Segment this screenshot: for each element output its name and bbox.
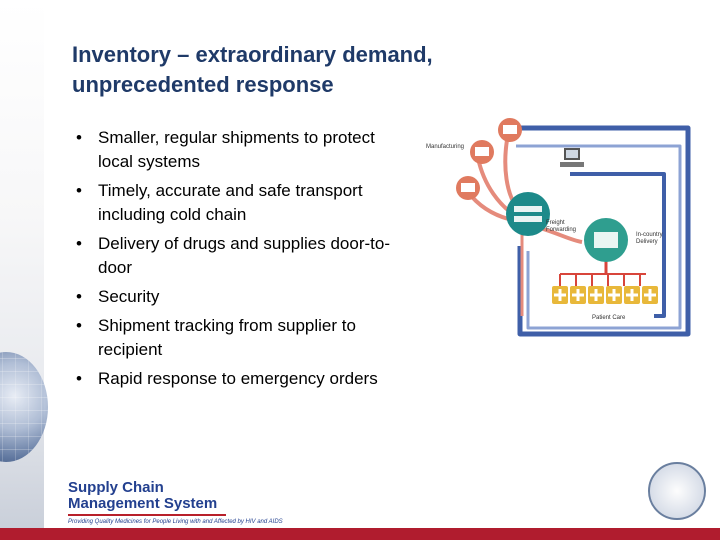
label-freight-line-2: Forwarding bbox=[546, 227, 576, 233]
bullet-text: Security bbox=[98, 287, 160, 306]
factory-icon bbox=[498, 118, 522, 142]
logo-line-1: Supply Chain bbox=[68, 479, 164, 496]
bullet-dot-icon: • bbox=[76, 234, 82, 253]
logo-rule bbox=[68, 514, 226, 516]
usaid-seal-icon bbox=[648, 462, 706, 520]
bullet-item: • Delivery of drugs and supplies door-to-… bbox=[74, 232, 394, 280]
bullet-dot-icon: • bbox=[76, 287, 82, 306]
slide-title-line-2: unprecedented response bbox=[72, 72, 334, 97]
flow-loop-inner bbox=[516, 144, 682, 330]
label-manufacturing: Manufacturing bbox=[426, 144, 464, 150]
bullet-list: • Smaller, regular shipments to protect l… bbox=[74, 126, 394, 396]
flow-freight-to-delivery bbox=[539, 226, 583, 244]
bullet-item: • Smaller, regular shipments to protect l… bbox=[74, 126, 394, 174]
bullet-text: Delivery of drugs and supplies door-to-d… bbox=[98, 234, 390, 277]
bullet-item: • Rapid response to emergency orders bbox=[74, 367, 394, 391]
bottom-accent-bar bbox=[0, 528, 720, 540]
logo-line-2: Management System bbox=[68, 495, 218, 512]
bullet-text: Rapid response to emergency orders bbox=[98, 369, 378, 388]
supply-chain-diagram: Manufacturing Freight Forwarding In-coun… bbox=[426, 118, 691, 337]
bullet-text: Smaller, regular shipments to protect lo… bbox=[98, 128, 375, 171]
scms-logo: Supply Chain Management System Providing… bbox=[68, 479, 328, 525]
in-country-delivery-icon bbox=[584, 218, 628, 262]
bullet-dot-icon: • bbox=[76, 316, 82, 335]
label-patient-care: Patient Care bbox=[592, 315, 626, 321]
label-incountry-line-1: In-country bbox=[636, 232, 663, 238]
flow-loop-middle bbox=[570, 172, 666, 318]
computer-icon bbox=[560, 148, 584, 167]
bullet-text: Shipment tracking from supplier to recip… bbox=[98, 316, 356, 359]
label-incountry-line-2: Delivery bbox=[636, 239, 658, 245]
freight-forwarding-icon bbox=[506, 192, 550, 236]
bullet-dot-icon: • bbox=[76, 181, 82, 200]
bullet-dot-icon: • bbox=[76, 128, 82, 147]
factory-icon bbox=[456, 176, 480, 200]
bullet-item: • Shipment tracking from supplier to reci… bbox=[74, 314, 394, 362]
bullet-dot-icon: • bbox=[76, 369, 82, 388]
slide-title-line-1: Inventory – extraordinary demand, bbox=[72, 42, 433, 67]
distribution-line bbox=[559, 273, 646, 286]
logo-tagline: Providing Quality Medicines for People L… bbox=[68, 519, 283, 525]
bullet-item: • Timely, accurate and safe transport inc… bbox=[74, 179, 394, 227]
bullet-text: Timely, accurate and safe transport incl… bbox=[98, 181, 363, 224]
label-freight-line-1: Freight bbox=[546, 220, 565, 226]
patient-care-boxes bbox=[552, 286, 658, 304]
flow-loop-outer bbox=[516, 125, 691, 337]
factory-icon bbox=[470, 140, 494, 164]
bullet-item: • Security bbox=[74, 285, 394, 309]
slide-title: Inventory – extraordinary demand, unprec… bbox=[72, 40, 542, 100]
